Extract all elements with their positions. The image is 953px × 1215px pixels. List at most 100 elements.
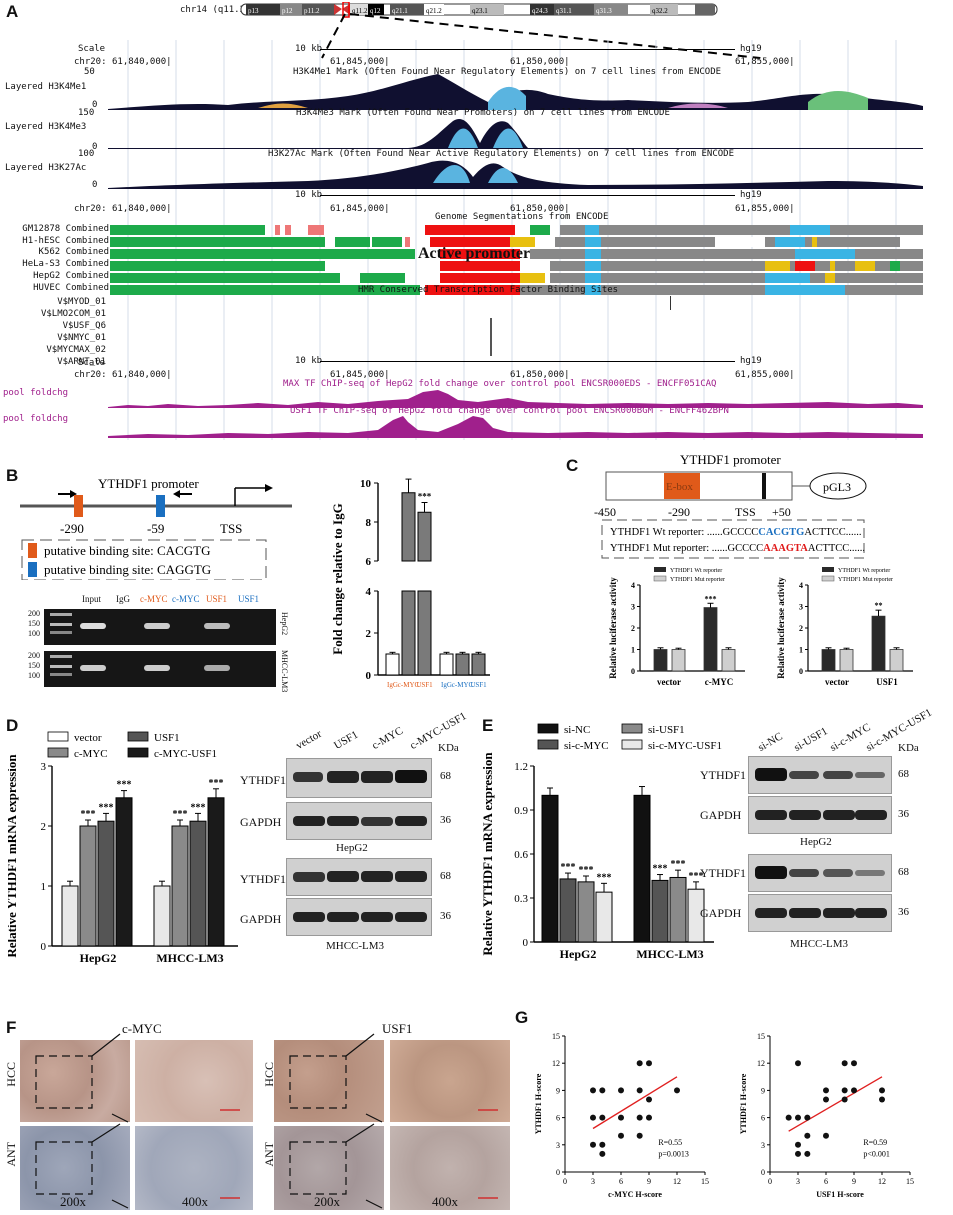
scatter-point (795, 1150, 801, 1157)
legend-swatch (47, 747, 69, 758)
wb-strip (748, 854, 892, 892)
scatter-point (823, 1132, 829, 1139)
wb-cell-label: MHCC-LM3 (790, 938, 849, 950)
seg-row-label: HeLa-S3 Combined (22, 259, 109, 270)
ideogram-chrom: chr14 (q11.2) (180, 5, 251, 15)
sig-label: *** (579, 865, 594, 876)
y-tick-label: 0.6 (514, 849, 528, 861)
scale-text: 10 kb (295, 356, 323, 366)
scatter-point (879, 1096, 885, 1103)
coord: 61,850,000| (510, 370, 570, 380)
y-tick-label: 10 (360, 478, 372, 490)
x-tick-label: 3 (591, 1177, 595, 1186)
chr-label: chr20: (74, 204, 107, 214)
bar (417, 511, 432, 562)
annotation: R=0.55 (658, 1138, 682, 1147)
y-tick-label: 3 (631, 603, 635, 612)
b-promoter-diagram: YTHDF1 promoter -290 -59 TSS putative bi… (20, 476, 292, 580)
scatter-point (618, 1132, 624, 1139)
x-tick-label: 12 (878, 1177, 886, 1186)
chart-b-chip: 6810024IgG***c-MYC***USF1IgGc-MYCUSF1Fol… (330, 475, 490, 689)
h3k4me1-signal (108, 74, 923, 110)
tfbs-label: V$USF_Q6 (62, 321, 106, 331)
y-tick-label: 8 (366, 517, 372, 529)
y-tick-label: 4 (631, 581, 635, 590)
track-title: H3K27Ac Mark (Often Found Near Active Re… (268, 149, 734, 159)
c-mut-prefix: YTHDF1 Mut reporter: ......GCCCC (610, 543, 763, 554)
coord: 61,855,000| (735, 57, 795, 67)
x-category-label: vector (657, 677, 681, 687)
legend-swatch (537, 723, 559, 734)
panel-label-a: A (6, 2, 19, 21)
lane-label: USF1 (238, 594, 260, 604)
x-tick-label: 6 (619, 1177, 623, 1186)
build-label: hg19 (740, 44, 762, 54)
wb-kda-value: 36 (898, 906, 909, 918)
bar (703, 607, 718, 672)
x-category-label: c-MYC (705, 677, 734, 687)
legend-label: YTHDF1 Mut reporter (838, 577, 893, 583)
track-max: 150 (78, 108, 95, 118)
wb-strip (286, 802, 432, 840)
c-position: TSS (735, 505, 756, 519)
hmr-title: HMR Conserved Transcription Factor Bindi… (358, 285, 619, 295)
wb-kda-value: 36 (440, 910, 451, 922)
x-category-label: USF1 (416, 681, 433, 689)
tfbs-mark (490, 318, 492, 356)
bar (653, 649, 668, 672)
panel-label-d: D (6, 716, 19, 735)
x-tick-label: 9 (647, 1177, 651, 1186)
lane-label: USF1 (206, 594, 228, 604)
y-tick-label: 1 (799, 646, 803, 655)
y-tick-label: 0.3 (514, 893, 528, 905)
y-tick-label: 1.2 (514, 761, 528, 773)
legend-label: c-MYC-USF1 (154, 748, 217, 760)
ladder-label: 100 (28, 671, 40, 680)
bar (871, 615, 886, 672)
legend-label: USF1 (154, 732, 180, 744)
band-label: q31.1 (556, 7, 572, 15)
seg-row-label: HUVEC Combined (33, 282, 109, 293)
coord: 61,850,000| (510, 204, 570, 214)
build-label: hg19 (740, 356, 762, 366)
y-tick-label: 2 (366, 628, 372, 640)
ladder-label: 200 (28, 651, 40, 660)
x-tick-label: 0 (563, 1177, 567, 1186)
y-tick-label: 9 (761, 1086, 765, 1095)
chip-title: USF1 TF ChIP-seq of HepG2 fold change ov… (290, 406, 729, 416)
tfbs-mark (670, 296, 671, 310)
tfbs-label: V$ARNT_01 (57, 357, 106, 367)
ihc-cmyc-ant-400x (135, 1126, 253, 1210)
y-tick-label: 6 (366, 556, 372, 568)
ihc-usf1-hcc-400x (390, 1040, 510, 1122)
scatter-point (646, 1060, 652, 1067)
seg-row-labels: GM12878 Combined H1-hESC Combined K562 C… (9, 224, 109, 294)
scatter-point (851, 1060, 857, 1067)
x-category-label: USF1 (876, 677, 898, 687)
track-min: 0 (92, 100, 98, 110)
bar (115, 797, 133, 947)
legend-swatch (821, 575, 835, 582)
legend-swatch (127, 731, 149, 742)
wb-kda-value: 36 (898, 808, 909, 820)
bar (559, 878, 577, 943)
legend-swatch (621, 723, 643, 734)
c-mut-seq: AAAGTA (763, 543, 808, 554)
chart-d-mrna: vectorc-MYCUSF1c-MYC-USF10123*********He… (8, 731, 238, 965)
band-label: q21.1 (392, 7, 408, 15)
b-site: -59 (147, 521, 164, 536)
scatter-point (590, 1141, 596, 1148)
x-category-label: USF1 (470, 681, 487, 689)
bar (171, 825, 189, 947)
lane-label: c-MYC (140, 594, 168, 604)
scale-bar (320, 49, 735, 50)
wb-lane-label: si-NC (756, 730, 785, 754)
wb-strip (286, 758, 432, 798)
tfbs-labels: V$MYOD_01 V$LMO2COM_01 V$USF_Q6 V$NMYC_0… (18, 296, 106, 368)
scatter-point (599, 1150, 606, 1157)
chr-label: chr20: (74, 57, 107, 67)
scatter-point (599, 1114, 606, 1121)
